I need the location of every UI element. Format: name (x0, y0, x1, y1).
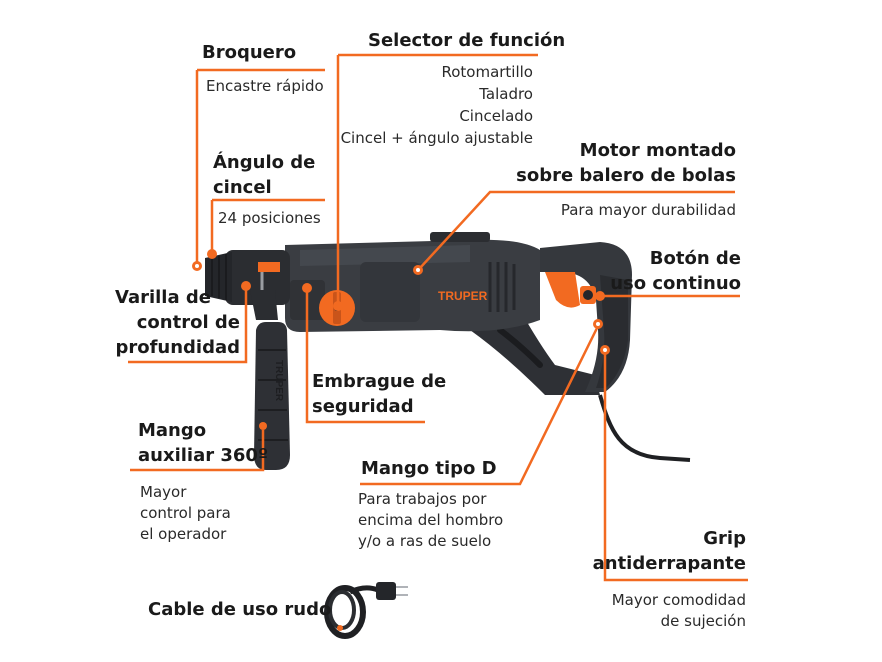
boton-title-l1: Botón de (649, 248, 741, 269)
cable-icon (324, 582, 408, 639)
angulo-title-l2: cincel (213, 177, 272, 198)
selector-option-3: Cincelado (459, 107, 533, 125)
trigger (545, 272, 580, 308)
grip-desc-l1: Mayor comodidad (611, 591, 746, 609)
broquero-title: Broquero (202, 42, 297, 63)
selector-option-1: Rotomartillo (441, 63, 533, 81)
grip-desc-l2: de sujeción (660, 612, 746, 630)
side-panel (360, 262, 420, 322)
callout-lines (128, 53, 748, 582)
chuck-ribs (211, 254, 227, 300)
brand-logo: TRUPER (438, 289, 488, 303)
mango-aux-desc-l3: el operador (140, 525, 227, 543)
angulo-desc: 24 posiciones (218, 209, 321, 227)
mango-d-desc-l1: Para trabajos por (358, 490, 487, 508)
motor-top-cap (430, 232, 490, 242)
aux-handle-clamp (250, 290, 278, 320)
line-motor (419, 190, 735, 269)
mango-d-title: Mango tipo D (361, 458, 497, 479)
grip-title-l1: Grip (703, 528, 746, 549)
selector-title: Selector de función (368, 30, 566, 51)
selector-option-4: Cincel + ángulo ajustable (340, 129, 533, 147)
angulo-title-l1: Ángulo de (213, 152, 316, 173)
line-varilla (128, 290, 248, 364)
mango-d-desc-l2: encima del hombro (358, 511, 504, 529)
line-embrague (305, 290, 425, 424)
varilla-title-l3: profundidad (115, 337, 240, 358)
mango-aux-desc-l1: Mayor (140, 483, 187, 501)
cable-title: Cable de uso rudo (148, 599, 332, 620)
motor-title-l1: Motor montado (579, 140, 736, 161)
d-handle-slot (497, 327, 543, 368)
boton-title-l2: uso continuo (610, 273, 741, 294)
power-cord (598, 394, 691, 462)
broquero-desc: Encastre rápido (206, 77, 324, 95)
line-mango-aux (130, 430, 265, 472)
varilla-title-l1: Varilla de (115, 287, 211, 308)
line-mango-d (360, 325, 600, 486)
grip-title-l2: antiderrapante (592, 553, 746, 574)
motor-desc: Para mayor durabilidad (560, 201, 736, 219)
mango-aux-title-l1: Mango (138, 420, 207, 441)
continuous-button (583, 290, 593, 300)
mango-aux-title-l2: auxiliar 360º (138, 445, 269, 466)
varilla-title-l2: control de (136, 312, 240, 333)
handle-brand: TRUPER (273, 360, 284, 402)
mango-d-desc-l3: y/o a ras de suelo (358, 532, 492, 550)
depth-rod-clamp (258, 262, 280, 272)
embrague-title-l2: seguridad (312, 396, 414, 417)
mango-aux-desc-l2: control para (140, 504, 231, 522)
selector-option-2: Taladro (479, 85, 533, 103)
embrague-title-l1: Embrague de (312, 371, 447, 392)
motor-vents (488, 262, 516, 312)
line-grip (603, 352, 748, 582)
motor-title-l2: sobre balero de bolas (516, 165, 736, 186)
